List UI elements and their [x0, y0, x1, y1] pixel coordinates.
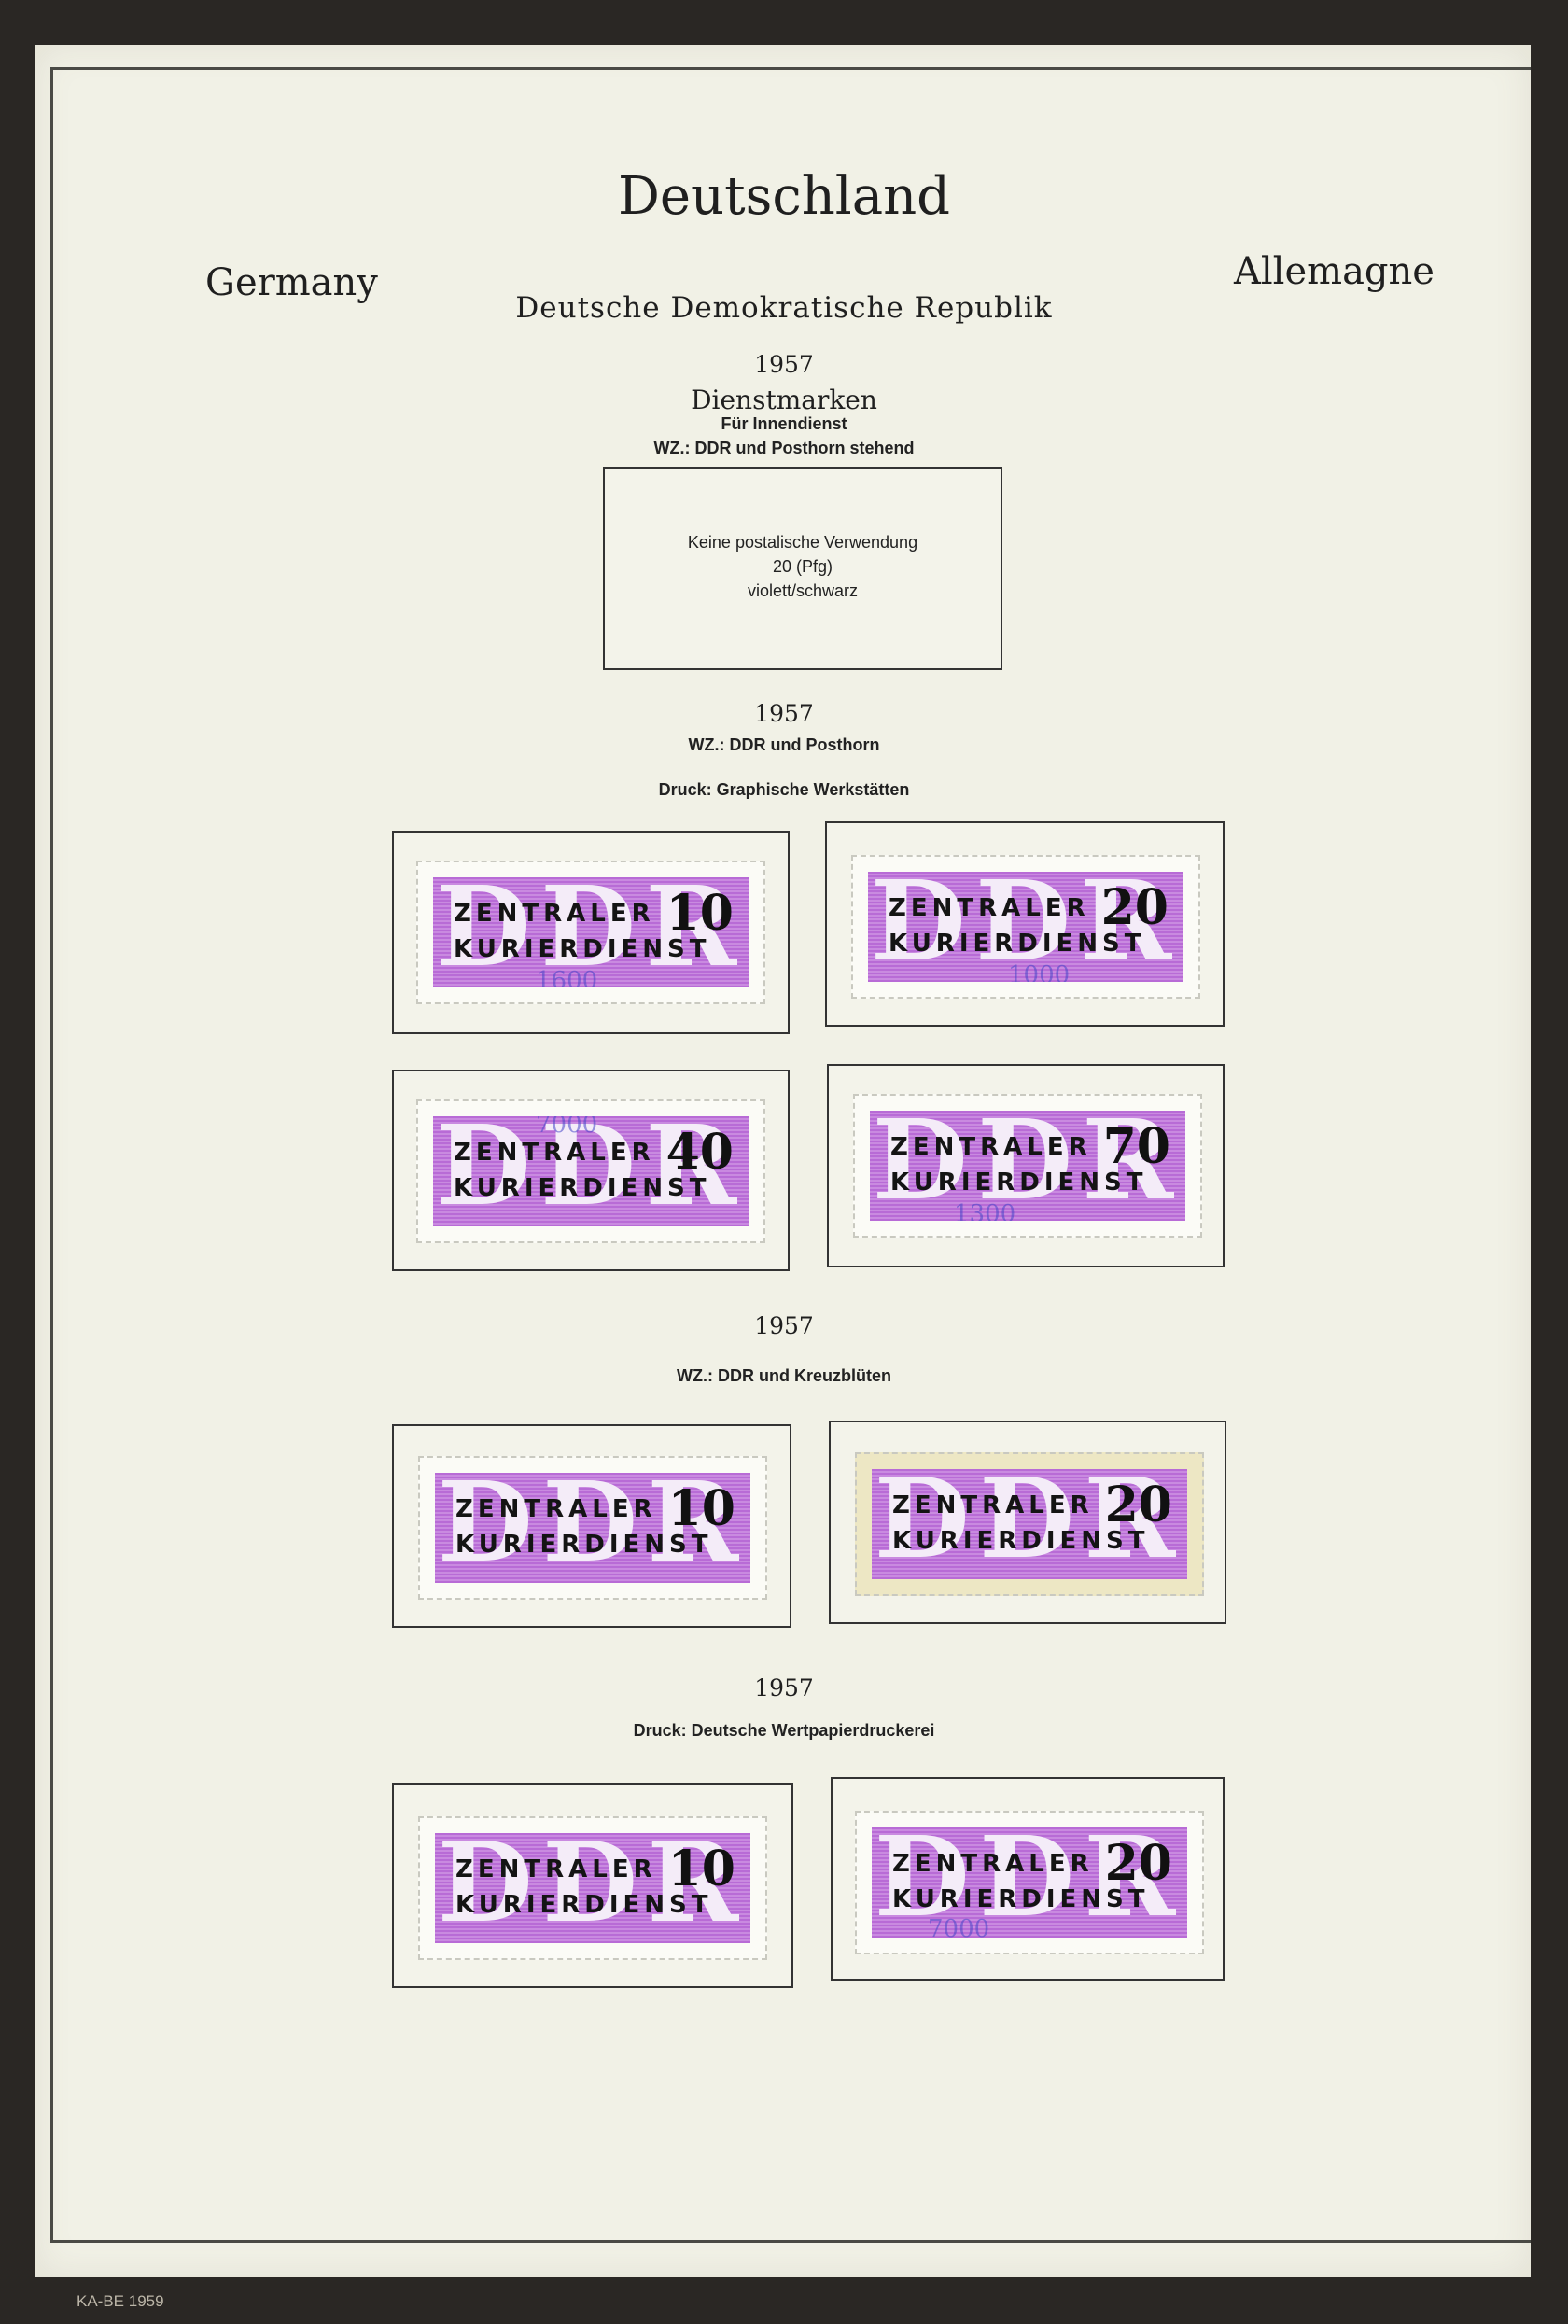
- section4-year: 1957: [754, 1674, 814, 1701]
- stamp-line-2: KURIERDIENST: [455, 1531, 713, 1559]
- page-title: Deutschland: [618, 166, 950, 227]
- stamp-line-1: ZENTRALER: [889, 894, 1090, 922]
- label-germany: Germany: [205, 261, 378, 304]
- stamp-mount: DDR ZENTRALER KURIERDIENST 20: [829, 1421, 1226, 1624]
- stamp-40-pf: DDR ZENTRALER KURIERDIENST 40 7000: [416, 1099, 765, 1243]
- stamp-value: 10: [667, 1480, 735, 1537]
- section1-title: Dienstmarken: [691, 385, 877, 415]
- stamp-10-pf: DDR ZENTRALER KURIERDIENST 10: [418, 1456, 767, 1600]
- section2-watermark: WZ.: DDR und Posthorn: [688, 735, 880, 754]
- stamp-design: DDR ZENTRALER KURIERDIENST 40 7000: [433, 1116, 749, 1226]
- postmark: 7000: [928, 1915, 990, 1938]
- publisher-imprint: KA-BE 1959: [77, 2292, 164, 2310]
- stamp-value: 40: [665, 1124, 734, 1181]
- stamp-line-1: ZENTRALER: [890, 1133, 1092, 1161]
- stamp-value: 70: [1102, 1118, 1170, 1175]
- section2-printer: Druck: Graphische Werkstätten: [658, 780, 910, 799]
- stamp-country: DDR: [870, 872, 1182, 982]
- stamp-mount: DDR ZENTRALER KURIERDIENST 20 1000: [825, 821, 1225, 1027]
- section2-year: 1957: [754, 700, 814, 727]
- page-frame-bottom: [50, 2240, 1531, 2243]
- empty-stamp-slot: Keine postalische Verwendung 20 (Pfg) vi…: [603, 467, 1002, 670]
- stamp-line-2: KURIERDIENST: [890, 1169, 1148, 1197]
- stamp-value: 20: [1100, 879, 1169, 936]
- stamp-value: 10: [667, 1841, 735, 1897]
- stamp-line-1: ZENTRALER: [892, 1491, 1094, 1519]
- stamp-line-2: KURIERDIENST: [454, 1174, 711, 1202]
- stamp-line-2: KURIERDIENST: [892, 1527, 1150, 1555]
- stamp-value: 20: [1104, 1477, 1172, 1533]
- stamp-country: DDR: [437, 1833, 749, 1943]
- stamp-design: DDR ZENTRALER KURIERDIENST 10 1600: [433, 877, 749, 987]
- section4-printer: Druck: Deutsche Wertpapierdruckerei: [633, 1721, 935, 1740]
- section3-watermark: WZ.: DDR und Kreuzblüten: [677, 1366, 891, 1385]
- stamp-line-2: KURIERDIENST: [892, 1885, 1150, 1913]
- stamp-line-1: ZENTRALER: [455, 1855, 657, 1883]
- section1-subtitle: Für Innendienst: [721, 414, 847, 433]
- stamp-mount: DDR ZENTRALER KURIERDIENST 10 1600: [392, 831, 790, 1034]
- stamp-10-pf: DDR ZENTRALER KURIERDIENST 10 1600: [416, 861, 765, 1004]
- stamp-line-2: KURIERDIENST: [454, 935, 711, 963]
- page-subtitle: Deutsche Demokratische Republik: [515, 291, 1053, 325]
- stamp-mount: DDR ZENTRALER KURIERDIENST 70 1300: [827, 1064, 1225, 1267]
- stamp-country: DDR: [874, 1827, 1185, 1938]
- stamp-country: DDR: [874, 1469, 1185, 1579]
- postmark: 1300: [954, 1200, 1016, 1221]
- stamp-mount: DDR ZENTRALER KURIERDIENST 10: [392, 1424, 791, 1628]
- stamp-value: 20: [1104, 1835, 1172, 1892]
- stamp-design: DDR ZENTRALER KURIERDIENST 10: [435, 1833, 750, 1943]
- stamp-country: DDR: [435, 877, 747, 987]
- stamp-country: DDR: [435, 1116, 747, 1226]
- stamp-design: DDR ZENTRALER KURIERDIENST 20 1000: [868, 872, 1183, 982]
- label-allemagne: Allemagne: [1234, 250, 1435, 293]
- section1-watermark: WZ.: DDR und Posthorn stehend: [653, 439, 915, 457]
- stamp-design: DDR ZENTRALER KURIERDIENST 10: [435, 1473, 750, 1583]
- placeholder-line-3: violett/schwarz: [747, 581, 859, 600]
- stamp-line-2: KURIERDIENST: [889, 930, 1146, 958]
- stamp-mount: DDR ZENTRALER KURIERDIENST 40 7000: [392, 1070, 790, 1271]
- stamp-line-1: ZENTRALER: [892, 1850, 1094, 1878]
- stamp-mount: DDR ZENTRALER KURIERDIENST 20 7000: [831, 1777, 1225, 1981]
- stamp-20-pf: DDR ZENTRALER KURIERDIENST 20 7000: [855, 1811, 1204, 1954]
- stamp-value: 10: [665, 885, 734, 942]
- stamp-20-pf: DDR ZENTRALER KURIERDIENST 20: [855, 1452, 1204, 1596]
- page-frame-top: [50, 67, 1531, 70]
- placeholder-line-1: Keine postalische Verwendung: [687, 533, 918, 552]
- section1-year: 1957: [754, 351, 814, 378]
- stamp-line-1: ZENTRALER: [454, 900, 655, 928]
- stamp-line-1: ZENTRALER: [455, 1495, 657, 1523]
- postmark: 1600: [536, 967, 598, 987]
- stamp-country: DDR: [437, 1473, 749, 1583]
- page-frame-left: [50, 67, 53, 2242]
- stamp-70-pf: DDR ZENTRALER KURIERDIENST 70 1300: [853, 1094, 1202, 1238]
- placeholder-line-2: 20 (Pfg): [772, 557, 833, 576]
- stamp-20-pf: DDR ZENTRALER KURIERDIENST 20 1000: [851, 855, 1200, 999]
- stamp-design: DDR ZENTRALER KURIERDIENST 70 1300: [870, 1111, 1185, 1221]
- stamp-design: DDR ZENTRALER KURIERDIENST 20 7000: [872, 1827, 1187, 1938]
- stamp-country: DDR: [872, 1111, 1183, 1221]
- postmark: 1000: [1008, 961, 1071, 982]
- stamp-mount: DDR ZENTRALER KURIERDIENST 10: [392, 1783, 793, 1988]
- postmark: 7000: [536, 1116, 598, 1139]
- stamp-line-2: KURIERDIENST: [455, 1891, 713, 1919]
- stamp-10-pf: DDR ZENTRALER KURIERDIENST 10: [418, 1816, 767, 1960]
- section3-year: 1957: [754, 1312, 814, 1339]
- stamp-design: DDR ZENTRALER KURIERDIENST 20: [872, 1469, 1187, 1579]
- stamp-line-1: ZENTRALER: [454, 1139, 655, 1167]
